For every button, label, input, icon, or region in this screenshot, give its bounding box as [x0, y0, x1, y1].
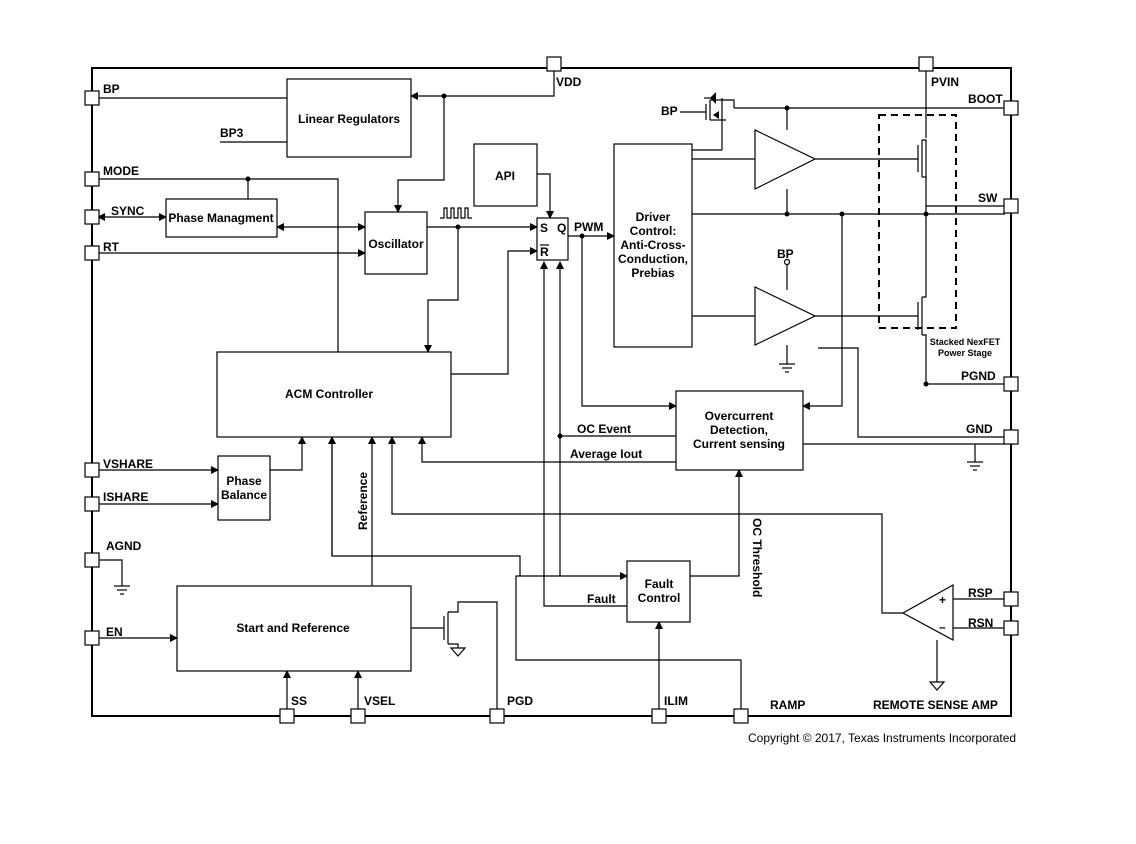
- copyright-text: Copyright © 2017, Texas Instruments Inco…: [748, 731, 1016, 745]
- fault-control-block: [626, 560, 691, 623]
- pin-vsel-label: VSEL: [364, 694, 395, 708]
- overcurrent-line-3: Current sensing: [693, 437, 785, 451]
- overcurrent-line-2: Detection,: [710, 423, 768, 437]
- pin-pgnd: [1003, 376, 1019, 392]
- phase-balance-line-1: Phase: [226, 474, 262, 488]
- driver-control-line-3: Anti-Cross-: [620, 238, 685, 252]
- pin-gnd-label: GND: [966, 422, 993, 436]
- pin-pgd: [489, 708, 505, 724]
- pin-rsn-label: RSN: [968, 616, 993, 630]
- pin-pgnd-label: PGND: [961, 369, 996, 383]
- pin-sync: [84, 209, 100, 225]
- pin-bp: [84, 90, 100, 106]
- pin-pvin-label: PVIN: [931, 75, 959, 89]
- pin-agnd: [84, 552, 100, 568]
- pin-agnd-label: AGND: [106, 539, 142, 553]
- oscillator-label: Oscillator: [368, 237, 424, 251]
- pin-ishare-label: ISHARE: [103, 490, 148, 504]
- low-side-driver-amp: [754, 286, 817, 346]
- oc-event-label: OC Event: [577, 422, 631, 436]
- pin-vshare: [84, 462, 100, 478]
- fault-control-line-2: Control: [638, 591, 681, 605]
- pin-ramp-label: RAMP: [770, 698, 805, 712]
- overcurrent-line-1: Overcurrent: [705, 409, 774, 423]
- pin-pgd-label: PGD: [507, 694, 533, 708]
- pin-rsp-label: RSP: [968, 586, 993, 600]
- amp-plus-sign: +: [939, 593, 946, 607]
- pin-en-label: EN: [106, 625, 123, 639]
- remote-sense-amp: [901, 583, 954, 642]
- pin-vshare-label: VSHARE: [103, 457, 153, 471]
- sr-latch-block: [536, 217, 569, 261]
- driver-control-line-4: Conduction,: [618, 252, 688, 266]
- power-stage-line-1: Stacked NexFET: [930, 337, 1001, 347]
- pin-bp3-label: BP3: [220, 126, 244, 140]
- latch-s-label: S: [540, 221, 548, 235]
- pin-boot: [1003, 100, 1019, 116]
- phase-management-label: Phase Managment: [168, 211, 273, 225]
- oscillator-block: [364, 211, 428, 275]
- start-reference-block: [176, 585, 412, 672]
- pin-pvin: [918, 56, 934, 72]
- fault-control-line-1: Fault: [645, 577, 674, 591]
- average-iout-label: Average Iout: [570, 447, 642, 461]
- pin-ilim: [651, 708, 667, 724]
- oc-threshold-label: OC Threshold: [750, 518, 764, 597]
- driver-control-line-2: Control:: [630, 224, 677, 238]
- pin-mode-label: MODE: [103, 164, 139, 178]
- latch-r-label: R: [540, 245, 549, 259]
- acm-controller-block: [216, 351, 452, 438]
- high-side-driver-amp: [754, 129, 817, 190]
- bp-boot-label: BP: [661, 104, 678, 118]
- pwm-label: PWM: [574, 220, 603, 234]
- phase-management-block: [165, 198, 278, 238]
- pin-sync-label: SYNC: [111, 204, 145, 218]
- pin-ss-label: SS: [291, 694, 307, 708]
- start-reference-label: Start and Reference: [236, 621, 350, 635]
- pin-vdd-label: VDD: [556, 75, 582, 89]
- latch-q-label: Q: [557, 221, 566, 235]
- pin-rt-label: RT: [103, 240, 120, 254]
- pin-rsn: [1003, 620, 1019, 636]
- bp-low-label: BP: [777, 247, 794, 261]
- linear-regulators-block: [286, 78, 412, 158]
- pin-rt: [84, 245, 100, 261]
- pin-boot-label: BOOT: [968, 92, 1003, 106]
- reference-label: Reference: [356, 472, 370, 530]
- pin-rsp: [1003, 591, 1019, 607]
- driver-control-line-5: Prebias: [631, 266, 675, 280]
- pin-vdd: [546, 56, 562, 72]
- phase-balance-line-2: Balance: [221, 488, 267, 502]
- phase-balance-block: [217, 455, 271, 521]
- pin-gnd: [1003, 429, 1019, 445]
- amp-minus-sign: –: [939, 620, 946, 634]
- pin-ilim-label: ILIM: [664, 694, 688, 708]
- acm-controller-label: ACM Controller: [285, 387, 373, 401]
- pin-ss: [279, 708, 295, 724]
- overcurrent-block: [675, 390, 804, 471]
- pin-ramp: [733, 708, 749, 724]
- linear-regulators-label: Linear Regulators: [298, 112, 400, 126]
- driver-control-block: [613, 143, 693, 348]
- remote-sense-amp-label: REMOTE SENSE AMP: [873, 698, 998, 712]
- pin-ishare: [84, 496, 100, 512]
- fault-label: Fault: [587, 592, 616, 606]
- pin-mode: [84, 171, 100, 187]
- power-stage-outline: [878, 114, 957, 329]
- pin-en: [84, 630, 100, 646]
- pin-sw: [1003, 198, 1019, 214]
- api-label: API: [495, 169, 515, 183]
- pin-vsel: [350, 708, 366, 724]
- pin-bp-label: BP: [103, 82, 120, 96]
- pin-sw-label: SW: [978, 191, 998, 205]
- driver-control-line-1: Driver: [636, 210, 671, 224]
- power-stage-line-2: Power Stage: [938, 348, 992, 358]
- api-block: [473, 143, 538, 207]
